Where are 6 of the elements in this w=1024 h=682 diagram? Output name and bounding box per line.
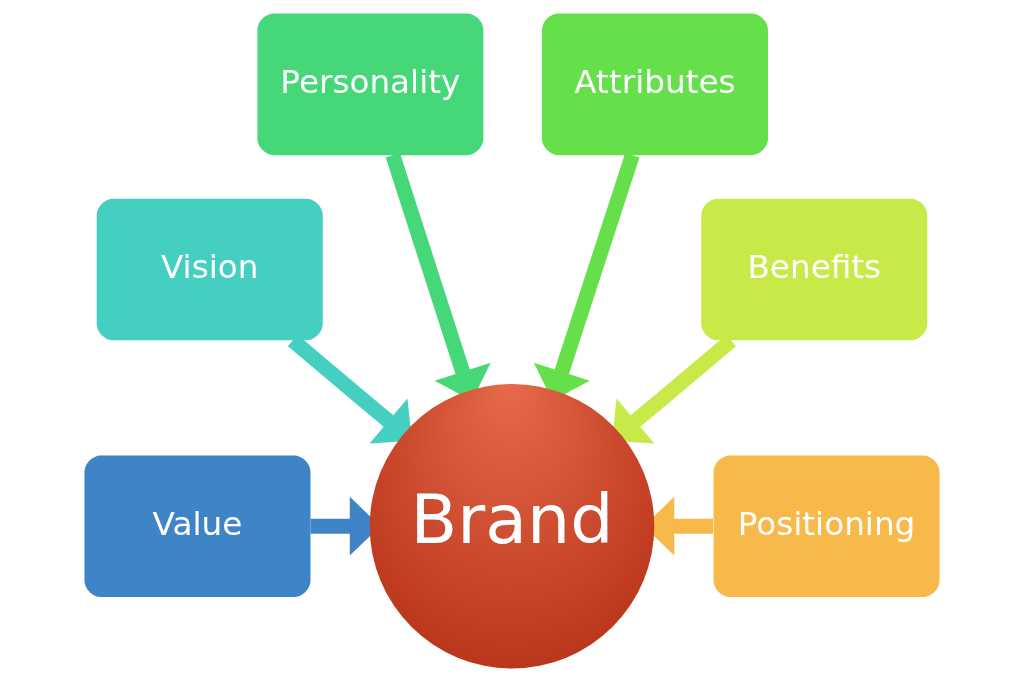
node-box: Benefits — [701, 198, 928, 341]
node-box: Personality — [257, 13, 484, 156]
node-box: Positioning — [713, 455, 940, 597]
node-box: Vision — [96, 198, 323, 341]
node-box: Attributes — [541, 13, 768, 156]
node-box: Value — [84, 455, 311, 597]
